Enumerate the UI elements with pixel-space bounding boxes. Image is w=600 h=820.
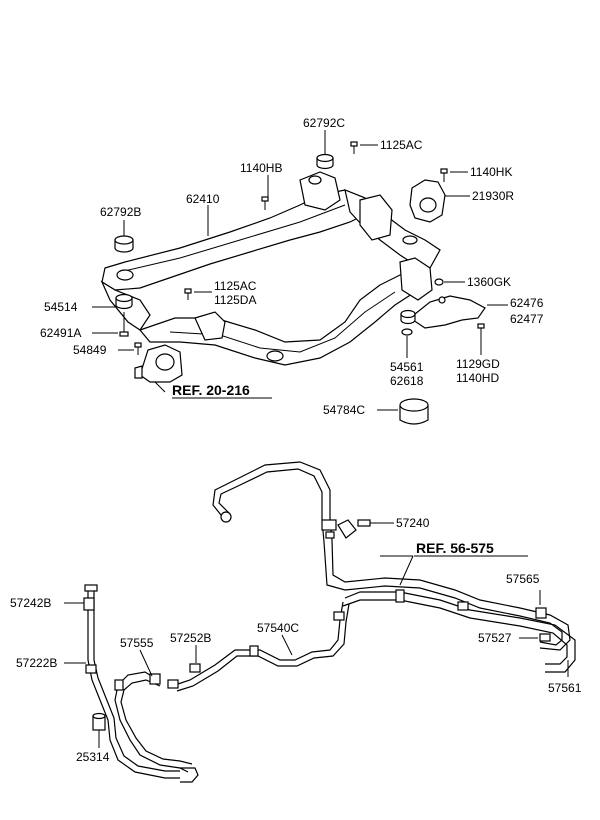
nut-1360gk — [434, 278, 444, 286]
lower-arm-62476 — [408, 295, 486, 329]
return-hose-57540c — [167, 601, 350, 692]
label-62618: 62618 — [390, 374, 424, 388]
label-54561: 54561 — [390, 360, 424, 374]
label-62491a: 62491A — [40, 326, 81, 340]
label-54514: 54514 — [44, 300, 78, 314]
label-62792b: 62792B — [100, 205, 141, 219]
crossmember-subframe — [100, 171, 441, 366]
clamp-57252b — [189, 663, 201, 673]
leader-lines-top — [92, 130, 508, 411]
label-1125da: 1125DA — [214, 293, 256, 307]
leader-lines-bottom — [64, 522, 569, 748]
label-57252b: 57252B — [170, 631, 211, 645]
label-57561: 57561 — [548, 681, 582, 695]
mount-21930r — [409, 179, 446, 223]
label-1125ac-mid: 1125AC — [214, 279, 257, 293]
label-62792c: 62792C — [303, 116, 345, 130]
label-1140hd: 1140HD — [456, 371, 499, 385]
ref-56-575[interactable]: REF. 56-575 — [416, 540, 494, 556]
label-54784c: 54784C — [323, 403, 365, 417]
bolt-1125ac-mid — [184, 288, 192, 300]
label-62477: 62477 — [510, 312, 544, 326]
bolt-57240 — [357, 519, 371, 527]
label-57222b: 57222B — [16, 656, 57, 670]
steering-hose-57240 — [212, 461, 571, 651]
label-57565: 57565 — [506, 572, 540, 586]
pipe-57222b — [83, 584, 199, 783]
label-1129gd: 1129GD — [456, 357, 500, 371]
label-54849: 54849 — [73, 343, 107, 357]
label-57540c: 57540C — [257, 621, 299, 635]
bolt-1129gd — [477, 323, 485, 340]
label-57555: 57555 — [120, 636, 154, 650]
steering-hose-57565 — [342, 589, 576, 673]
label-1360gk: 1360GK — [467, 275, 511, 289]
leader-ref-20-216 — [154, 381, 166, 393]
bushing-62792b — [114, 235, 134, 253]
bushing-62792c — [316, 153, 334, 170]
bolt-54849 — [134, 342, 142, 355]
label-25314: 25314 — [76, 750, 110, 764]
ref-20-216[interactable]: REF. 20-216 — [172, 382, 250, 398]
bushing-54561 — [400, 309, 416, 336]
bolt-62491a — [119, 312, 129, 337]
label-62476: 62476 — [510, 296, 544, 310]
label-62410: 62410 — [186, 192, 220, 206]
bolt-1125ac-top — [350, 141, 358, 154]
bushing-54514 — [115, 293, 133, 310]
bolt-1140hk — [440, 168, 448, 182]
bushing-54784c — [399, 398, 429, 425]
mount-bracket-ref20216 — [134, 344, 183, 383]
label-1140hk: 1140HK — [470, 165, 512, 179]
hose-57555 — [114, 671, 193, 773]
grommet-25314 — [92, 712, 106, 731]
label-21930r: 21930R — [472, 189, 514, 203]
bolt-1140hb — [261, 196, 269, 210]
label-57242b: 57242B — [10, 596, 51, 610]
label-57240: 57240 — [396, 516, 430, 530]
label-1125ac-top: 1125AC — [380, 138, 423, 152]
label-57527: 57527 — [478, 631, 512, 645]
label-1140hb: 1140HB — [240, 161, 282, 175]
clamp-57527 — [539, 633, 551, 642]
